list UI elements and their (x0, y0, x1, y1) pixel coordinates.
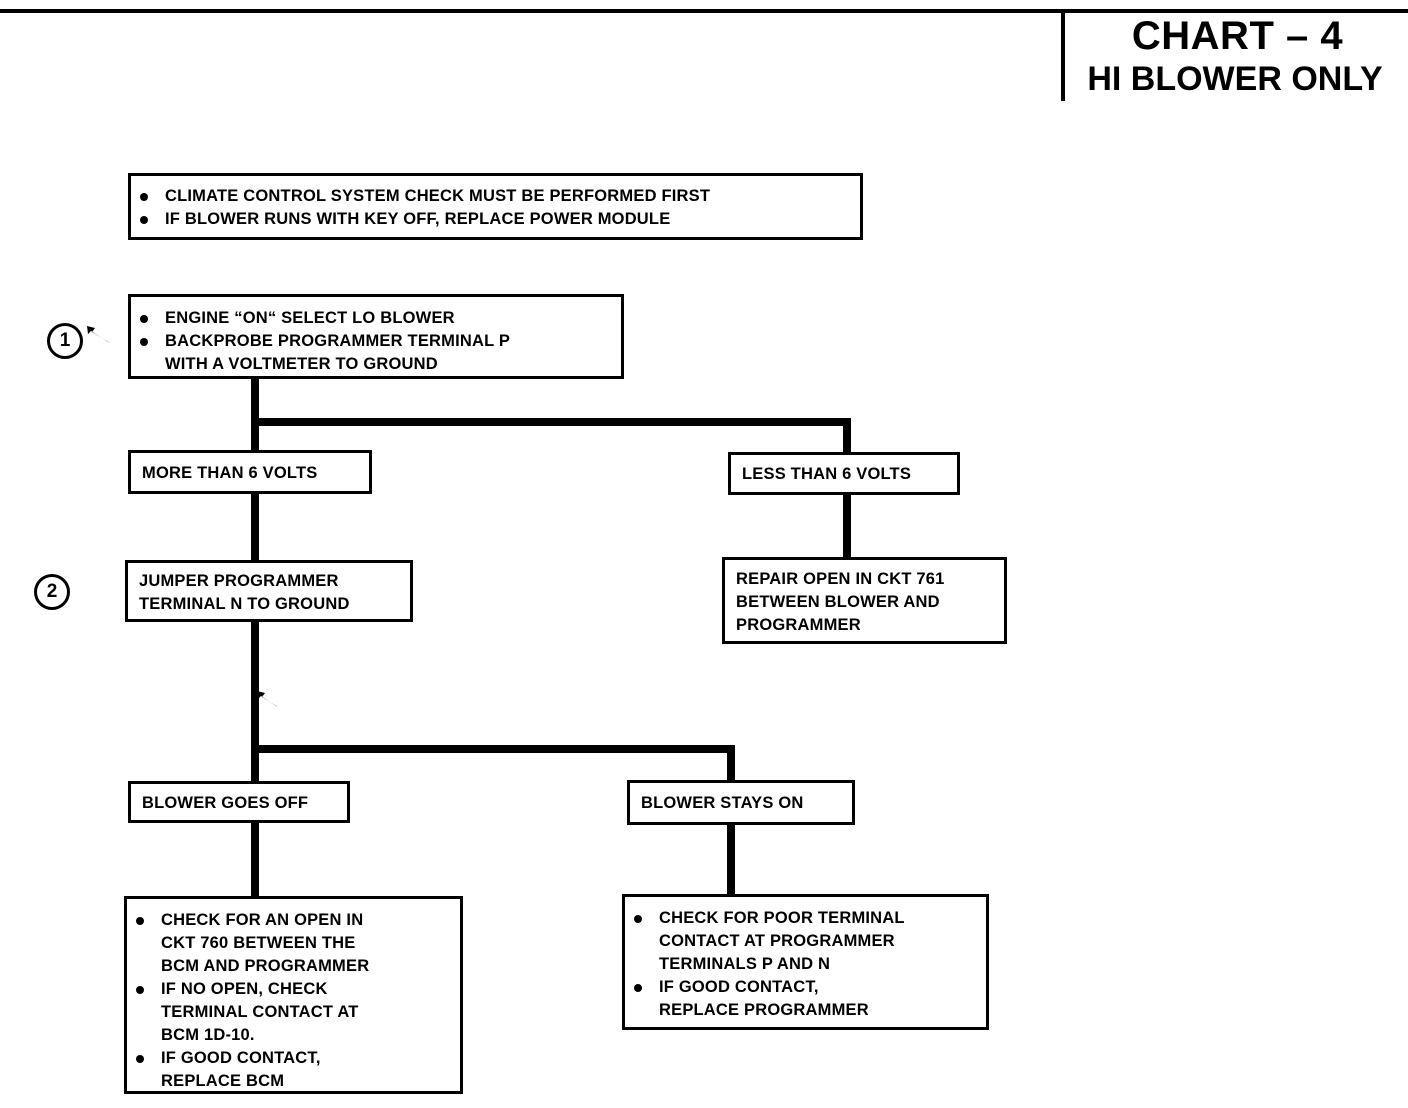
step-2-text: JUMPER PROGRAMMER TERMINAL N TO GROUND (128, 563, 410, 616)
bullet-line: BACKPROBE PROGRAMMER TERMINAL P (165, 332, 511, 350)
bullet-line: CHECK FOR AN OPEN IN (161, 911, 364, 929)
list-item: IF BLOWER RUNS WITH KEY OFF, REPLACE POW… (131, 208, 860, 231)
result-label-text: BLOWER STAYS ON (641, 794, 804, 812)
text-line: JUMPER PROGRAMMER (139, 572, 339, 590)
bullet-line: CLIMATE CONTROL SYSTEM CHECK MUST BE PER… (165, 187, 711, 205)
result-label-text: BLOWER GOES OFF (142, 794, 309, 812)
connector-step2-down (251, 620, 259, 753)
bullet-line: BCM 1D-10. (161, 1026, 255, 1044)
connector-blower-on-to-programmer-box (727, 823, 735, 896)
chart-subtitle: HI BLOWER ONLY (1087, 60, 1383, 98)
result-label-text: LESS THAN 6 VOLTS (742, 465, 912, 483)
list-item: ENGINE “ON“ SELECT LO BLOWER (131, 307, 621, 330)
connector-to-blower-on (727, 745, 735, 783)
connector-blower-off-to-bcm-box (251, 821, 259, 899)
repair-ckt-761-box: REPAIR OPEN IN CKT 761 BETWEEN BLOWER AN… (722, 557, 1007, 644)
chart-title: CHART – 4 (1131, 14, 1344, 58)
bullet-line: BCM AND PROGRAMMER (161, 957, 370, 975)
prerequisite-note-box: CLIMATE CONTROL SYSTEM CHECK MUST BE PER… (128, 173, 863, 240)
list-item: CHECK FOR AN OPEN IN CKT 760 BETWEEN THE… (127, 909, 460, 978)
bullet-line: CONTACT AT PROGRAMMER (659, 932, 895, 950)
connector-to-more6 (251, 418, 259, 458)
text-line: BETWEEN BLOWER AND (736, 593, 940, 611)
bullet-line: CKT 760 BETWEEN THE (161, 934, 356, 952)
text-line: PROGRAMMER (736, 616, 861, 634)
bullet-line: IF GOOD CONTACT, (161, 1049, 321, 1067)
list-item: IF GOOD CONTACT, REPLACE PROGRAMMER (625, 976, 986, 1022)
result-label-blower-stays-on: BLOWER STAYS ON (627, 780, 855, 825)
prerequisite-bullet-list: CLIMATE CONTROL SYSTEM CHECK MUST BE PER… (131, 176, 860, 231)
repair-ckt-761-text: REPAIR OPEN IN CKT 761 BETWEEN BLOWER AN… (725, 560, 1004, 637)
step-marker-2: 2 (34, 574, 70, 610)
check-bcm-bullet-list: CHECK FOR AN OPEN IN CKT 760 BETWEEN THE… (127, 899, 460, 1093)
bullet-line: TERMINALS P AND N (659, 955, 831, 973)
bullet-line: IF BLOWER RUNS WITH KEY OFF, REPLACE POW… (165, 210, 671, 228)
list-item: CHECK FOR POOR TERMINAL CONTACT AT PROGR… (625, 907, 986, 976)
bullet-line: WITH A VOLTMETER TO GROUND (165, 355, 438, 373)
connector-to-blower-off (251, 745, 259, 783)
connector-more6-to-step2 (251, 492, 259, 560)
step-1-bullet-list: ENGINE “ON“ SELECT LO BLOWER BACKPROBE P… (131, 297, 621, 376)
bullet-line: REPLACE BCM (161, 1072, 285, 1090)
step-2-pointer-arrow-icon (257, 691, 278, 707)
bullet-line: ENGINE “ON“ SELECT LO BLOWER (165, 309, 455, 327)
connector-step1-down (251, 376, 259, 426)
text-line: TERMINAL N TO GROUND (139, 595, 350, 613)
bullet-line: IF GOOD CONTACT, (659, 978, 819, 996)
list-item: BACKPROBE PROGRAMMER TERMINAL P WITH A V… (131, 330, 621, 376)
list-item: IF NO OPEN, CHECK TERMINAL CONTACT AT BC… (127, 978, 460, 1047)
step-2-action-box: JUMPER PROGRAMMER TERMINAL N TO GROUND (125, 560, 413, 622)
step-marker-1: 1 (47, 323, 83, 359)
bullet-line: REPLACE PROGRAMMER (659, 1001, 869, 1019)
result-label-blower-goes-off: BLOWER GOES OFF (128, 781, 350, 823)
bullet-line: TERMINAL CONTACT AT (161, 1003, 359, 1021)
text-line: REPAIR OPEN IN CKT 761 (736, 570, 945, 588)
header-top-rule (0, 9, 1408, 13)
result-label-less-than-6-volts: LESS THAN 6 VOLTS (728, 452, 960, 495)
list-item: IF GOOD CONTACT, REPLACE BCM (127, 1047, 460, 1093)
connector-less6-to-repair (843, 493, 851, 559)
bullet-line: CHECK FOR POOR TERMINAL (659, 909, 905, 927)
connector-step1-split-horizontal (251, 418, 851, 426)
step-1-pointer-arrow-icon (87, 326, 110, 343)
bullet-line: IF NO OPEN, CHECK (161, 980, 328, 998)
check-programmer-box: CHECK FOR POOR TERMINAL CONTACT AT PROGR… (622, 894, 989, 1030)
header-divider-rule (1061, 11, 1065, 101)
connector-to-less6 (843, 418, 851, 458)
check-programmer-bullet-list: CHECK FOR POOR TERMINAL CONTACT AT PROGR… (625, 897, 986, 1022)
check-bcm-box: CHECK FOR AN OPEN IN CKT 760 BETWEEN THE… (124, 896, 463, 1094)
list-item: CLIMATE CONTROL SYSTEM CHECK MUST BE PER… (131, 185, 860, 208)
step-1-action-box: ENGINE “ON“ SELECT LO BLOWER BACKPROBE P… (128, 294, 624, 379)
result-label-more-than-6-volts: MORE THAN 6 VOLTS (128, 450, 372, 494)
connector-step2-split-horizontal (251, 745, 735, 753)
result-label-text: MORE THAN 6 VOLTS (142, 464, 318, 482)
